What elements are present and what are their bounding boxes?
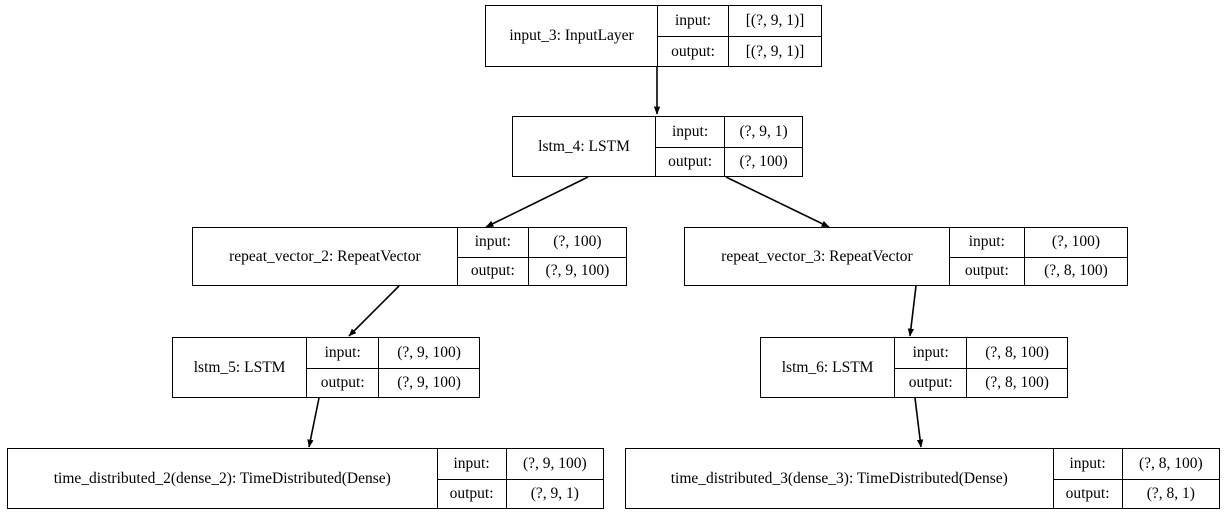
node-repeat_vector_3-output-shape: (?, 8, 100) bbox=[1023, 257, 1127, 285]
node-repeat_vector_2[interactable]: repeat_vector_2: RepeatVector input: (?,… bbox=[192, 227, 627, 286]
node-lstm_6-io: input: (?, 8, 100) output: (?, 8, 100) bbox=[894, 338, 1067, 397]
node-lstm_6-output-shape: (?, 8, 100) bbox=[966, 368, 1067, 397]
node-repeat_vector_3[interactable]: repeat_vector_3: RepeatVector input: (?,… bbox=[684, 227, 1128, 286]
node-lstm_5[interactable]: lstm_5: LSTM input: (?, 9, 100) output: … bbox=[172, 337, 480, 398]
io-label-input: input: bbox=[912, 343, 949, 361]
node-lstm_6-label: lstm_6: LSTM bbox=[781, 358, 874, 376]
io-label-input: input: bbox=[453, 454, 490, 472]
io-label-input: input: bbox=[672, 122, 709, 140]
node-lstm_5-output-shape: (?, 9, 100) bbox=[378, 368, 479, 397]
node-time_distributed_3-label: time_distributed_3(dense_3): TimeDistrib… bbox=[670, 469, 1008, 487]
node-time_distributed_2-io: input: (?, 9, 100) output: (?, 9, 1) bbox=[436, 449, 603, 508]
io-label-output: output: bbox=[908, 373, 953, 391]
node-input_3-input-shape: [(?, 9, 1)] bbox=[728, 6, 821, 36]
node-time_distributed_2-output-row: output: (?, 9, 1) bbox=[437, 478, 603, 508]
edge-lstm_5-to-time_distributed_2 bbox=[307, 397, 320, 448]
node-lstm_6-output-row: output: (?, 8, 100) bbox=[895, 367, 1067, 397]
node-lstm_4-input-row: input: (?, 9, 1) bbox=[656, 117, 802, 147]
node-repeat_vector_2-label: repeat_vector_2: RepeatVector bbox=[229, 247, 421, 265]
node-input_3-output-row: output: [(?, 9, 1)] bbox=[658, 36, 821, 66]
node-time_distributed_3-output-row: output: (?, 8, 1) bbox=[1053, 478, 1219, 508]
node-time_distributed_3-io: input: (?, 8, 100) output: (?, 8, 1) bbox=[1052, 449, 1219, 508]
node-lstm_4-output-shape: (?, 100) bbox=[724, 147, 802, 176]
node-time_distributed_3-output-shape: (?, 8, 1) bbox=[1121, 479, 1219, 508]
node-time_distributed_2-input-shape: (?, 9, 100) bbox=[505, 449, 603, 479]
node-time_distributed_3[interactable]: time_distributed_3(dense_3): TimeDistrib… bbox=[625, 448, 1220, 509]
node-lstm_5-input-shape: (?, 9, 100) bbox=[378, 338, 479, 368]
io-label-output: output: bbox=[320, 373, 365, 391]
node-time_distributed_2-output-shape: (?, 9, 1) bbox=[505, 479, 603, 508]
io-label-input: input: bbox=[324, 343, 361, 361]
node-repeat_vector_3-label: repeat_vector_3: RepeatVector bbox=[721, 247, 913, 265]
node-repeat_vector_2-output-shape: (?, 9, 100) bbox=[527, 257, 626, 285]
io-label-output: output: bbox=[671, 42, 715, 60]
node-lstm_4[interactable]: lstm_4: LSTM input: (?, 9, 1) output: (?… bbox=[512, 116, 803, 177]
node-lstm_5-input-row: input: (?, 9, 100) bbox=[307, 338, 479, 368]
edge-lstm_4-to-repeat_vector_3 bbox=[725, 176, 830, 228]
node-repeat_vector_2-input-shape: (?, 100) bbox=[527, 228, 626, 257]
node-time_distributed_2[interactable]: time_distributed_2(dense_2): TimeDistrib… bbox=[7, 448, 604, 509]
node-lstm_5-io: input: (?, 9, 100) output: (?, 9, 100) bbox=[306, 338, 479, 397]
io-label-output: output: bbox=[449, 484, 494, 502]
node-lstm_6-input-shape: (?, 8, 100) bbox=[966, 338, 1067, 368]
node-repeat_vector_2-input-row: input: (?, 100) bbox=[458, 228, 626, 257]
node-repeat_vector_3-input-shape: (?, 100) bbox=[1023, 228, 1127, 257]
node-input_3-io: input: [(?, 9, 1)] output: [(?, 9, 1)] bbox=[657, 6, 821, 66]
node-repeat_vector_3-output-row: output: (?, 8, 100) bbox=[949, 256, 1127, 285]
edge-repeat_vector_2-to-lstm_5 bbox=[348, 285, 400, 337]
node-repeat_vector_2-output-row: output: (?, 9, 100) bbox=[457, 256, 626, 285]
io-label-output: output: bbox=[964, 262, 1009, 280]
edge-repeat_vector_3-to-lstm_6 bbox=[907, 285, 917, 337]
node-repeat_vector_3-io: input: (?, 100) output: (?, 8, 100) bbox=[948, 228, 1127, 285]
io-label-output: output: bbox=[668, 152, 713, 170]
io-label-input: input: bbox=[674, 12, 712, 29]
node-input_3[interactable]: input_3: InputLayer input: [(?, 9, 1)] o… bbox=[485, 5, 822, 67]
node-time_distributed_2-input-row: input: (?, 9, 100) bbox=[438, 449, 603, 479]
io-label-output: output: bbox=[470, 262, 515, 280]
node-lstm_6[interactable]: lstm_6: LSTM input: (?, 8, 100) output: … bbox=[760, 337, 1068, 398]
node-input_3-label: input_3: InputLayer bbox=[509, 27, 634, 44]
node-lstm_4-input-shape: (?, 9, 1) bbox=[724, 117, 802, 147]
node-lstm_4-io: input: (?, 9, 1) output: (?, 100) bbox=[655, 117, 802, 176]
node-lstm_6-input-row: input: (?, 8, 100) bbox=[895, 338, 1067, 368]
node-repeat_vector_3-input-row: input: (?, 100) bbox=[950, 228, 1127, 257]
node-lstm_4-output-row: output: (?, 100) bbox=[656, 146, 802, 176]
node-repeat_vector_2-io: input: (?, 100) output: (?, 9, 100) bbox=[456, 228, 626, 285]
edge-lstm_6-to-time_distributed_3 bbox=[914, 397, 924, 448]
node-time_distributed_3-input-row: input: (?, 8, 100) bbox=[1054, 449, 1219, 479]
io-label-input: input: bbox=[474, 233, 511, 251]
node-input_3-output-shape: [(?, 9, 1)] bbox=[728, 37, 821, 66]
io-label-output: output: bbox=[1065, 484, 1110, 502]
edge-lstm_4-to-repeat_vector_2 bbox=[485, 176, 589, 228]
node-input_3-input-row: input: [(?, 9, 1)] bbox=[658, 6, 821, 36]
node-lstm_4-label: lstm_4: LSTM bbox=[538, 137, 630, 155]
io-label-input: input: bbox=[1069, 454, 1106, 472]
node-time_distributed_3-input-shape: (?, 8, 100) bbox=[1121, 449, 1219, 479]
node-time_distributed_2-label: time_distributed_2(dense_2): TimeDistrib… bbox=[53, 469, 391, 487]
io-label-input: input: bbox=[968, 233, 1005, 251]
node-lstm_5-label: lstm_5: LSTM bbox=[193, 358, 286, 376]
node-lstm_5-output-row: output: (?, 9, 100) bbox=[307, 367, 479, 397]
